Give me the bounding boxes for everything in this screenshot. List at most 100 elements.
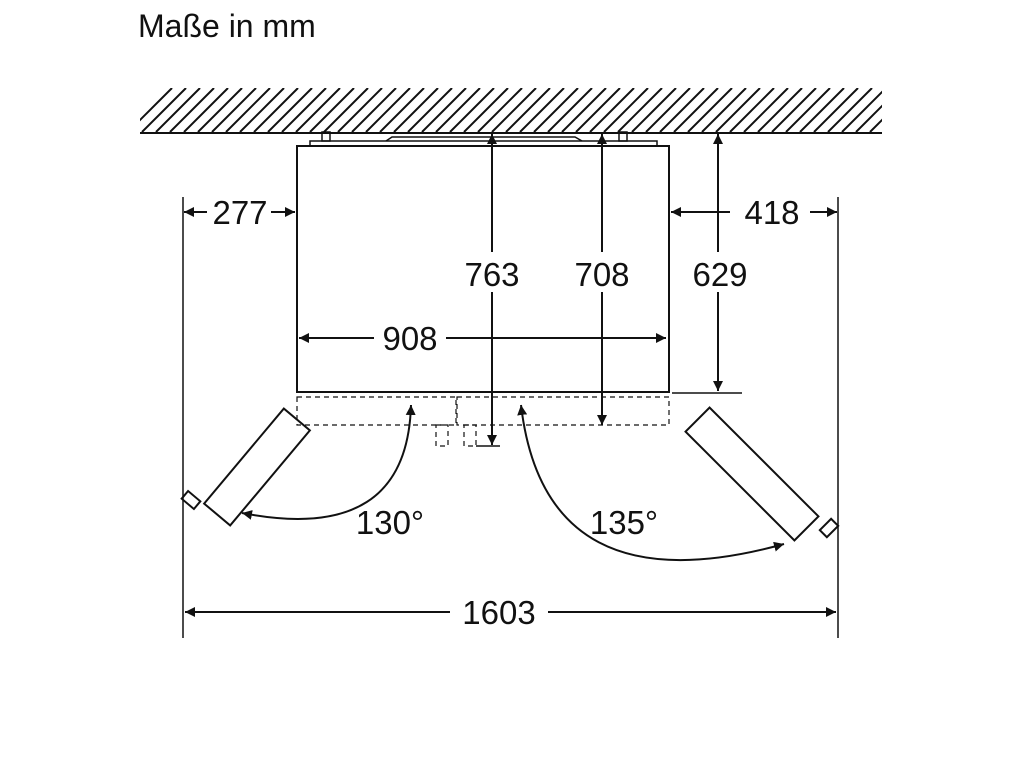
wall-hatching <box>140 88 942 132</box>
hatch-stroke <box>884 88 928 132</box>
hatch-stroke <box>477 88 523 132</box>
fridge-back-top <box>385 136 583 142</box>
right-door-closed <box>456 396 670 426</box>
hatch-stroke <box>281 88 327 132</box>
hatch-stroke <box>239 88 285 132</box>
hatch-stroke <box>491 88 537 132</box>
fridge-back-rail <box>309 140 658 146</box>
hatch-stroke <box>617 88 663 132</box>
fridge-body-outline <box>296 145 670 393</box>
dim-left-door-angle: 130° <box>241 404 424 541</box>
hatch-stroke <box>155 88 201 132</box>
hatch-stroke <box>813 88 859 132</box>
left-door-handle <box>180 489 202 511</box>
hatch-stroke <box>267 88 313 132</box>
hatch-stroke <box>365 88 411 132</box>
hatch-stroke <box>827 88 873 132</box>
hatch-stroke <box>715 88 761 132</box>
hatch-stroke <box>687 88 733 132</box>
dim-left-clearance: 277 <box>184 194 295 231</box>
hatch-stroke <box>519 88 565 132</box>
hatch-stroke <box>841 90 882 132</box>
hatch-stroke <box>729 88 775 132</box>
dim-depth-door-open: 708 <box>568 134 636 425</box>
dim-total-width-gap <box>450 590 548 630</box>
hatch-stroke <box>463 88 509 132</box>
hatch-stroke <box>183 88 229 132</box>
hatch-stroke <box>898 88 942 132</box>
dim-depth-total-gap <box>458 252 526 292</box>
dim-depth-body-gap <box>684 252 752 292</box>
dim-right-clearance-label: 418 <box>744 194 799 231</box>
hatch-stroke <box>757 88 803 132</box>
hatch-stroke <box>337 88 383 132</box>
dim-right-door-angle: 135° <box>517 404 785 562</box>
dim-depth-body-label: 629 <box>692 256 747 293</box>
right-door-angle-label: 135° <box>590 504 658 541</box>
hatch-stroke <box>295 88 341 132</box>
dim-body-width-label: 908 <box>382 320 437 357</box>
hatch-stroke <box>631 88 677 132</box>
wall <box>140 88 942 134</box>
hatch-stroke <box>603 88 649 132</box>
hatch-stroke <box>673 88 719 132</box>
hatch-stroke <box>547 88 593 132</box>
dim-depth-door-open-gap <box>568 252 636 292</box>
right-door-handle <box>818 517 840 539</box>
hatch-stroke <box>197 88 243 132</box>
hatch-stroke <box>211 88 257 132</box>
hatch-stroke <box>855 104 882 132</box>
hatch-stroke <box>379 88 425 132</box>
hatch-stroke <box>659 88 705 132</box>
left-door-open <box>180 407 312 527</box>
dim-depth-door-open-label: 708 <box>574 256 629 293</box>
right-door-angle-arc <box>517 404 785 562</box>
hatch-stroke <box>141 88 187 132</box>
left-handle-closed <box>435 424 449 447</box>
hatch-stroke <box>785 88 831 132</box>
left-door-panel <box>202 407 312 527</box>
hatch-stroke <box>869 118 882 132</box>
hatch-stroke <box>505 88 551 132</box>
hatch-stroke <box>701 88 747 132</box>
hatch-stroke <box>169 88 215 132</box>
hatch-stroke <box>323 88 369 132</box>
diagram-title: Maße in mm <box>138 8 316 44</box>
hatch-stroke <box>561 88 607 132</box>
extension-lines <box>182 197 839 638</box>
hatch-stroke <box>589 88 635 132</box>
right-door-open <box>684 406 840 542</box>
dim-total-width-label: 1603 <box>462 594 535 631</box>
wall-spacer-right <box>618 131 628 142</box>
dim-left-clearance-label: 277 <box>212 194 267 231</box>
hatch-stroke <box>743 88 789 132</box>
hatch-stroke <box>253 88 299 132</box>
hatch-stroke <box>309 88 355 132</box>
hatch-stroke <box>140 88 173 122</box>
hatch-stroke <box>407 88 453 132</box>
hatch-stroke <box>771 88 817 132</box>
dim-total-width: 1603 <box>185 590 836 631</box>
hatch-stroke <box>393 88 439 132</box>
hatch-stroke <box>351 88 397 132</box>
right-door-panel <box>684 406 820 542</box>
dim-depth-total: 763 <box>458 134 526 445</box>
hatch-stroke <box>421 88 467 132</box>
hatch-stroke <box>225 88 271 132</box>
hatch-stroke <box>575 88 621 132</box>
dim-body-width-gap <box>374 314 446 354</box>
hatch-stroke <box>449 88 495 132</box>
dim-body-width: 908 <box>299 314 666 357</box>
dim-depth-total-label: 763 <box>464 256 519 293</box>
hatch-stroke <box>799 88 845 132</box>
hatch-stroke <box>435 88 481 132</box>
left-door-angle-label: 130° <box>356 504 424 541</box>
hatch-stroke <box>533 88 579 132</box>
dim-right-clearance: 418 <box>671 194 837 231</box>
dim-depth-body: 629 <box>684 134 752 391</box>
fridge-body <box>296 131 670 393</box>
right-handle-closed <box>463 424 477 447</box>
hatch-stroke <box>645 88 691 132</box>
